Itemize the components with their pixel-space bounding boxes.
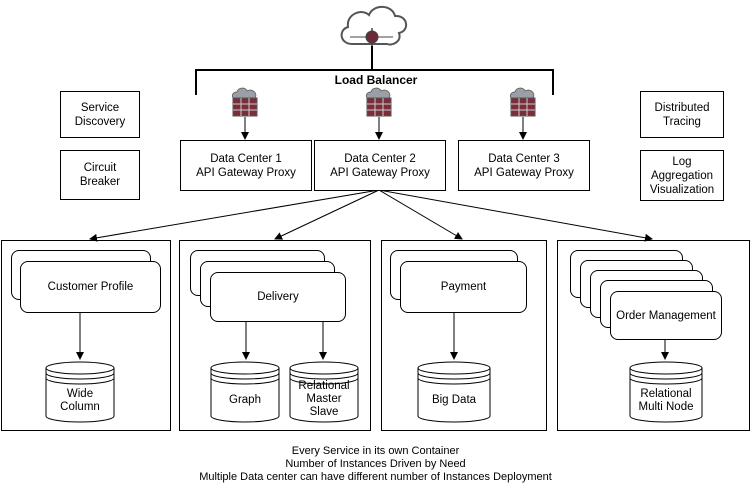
arrow-to-order-region: [378, 189, 653, 242]
data-center-3-box: Data Center 3 API Gateway Proxy: [458, 140, 590, 191]
order-management-region: [557, 240, 750, 431]
database-cylinder: [45, 361, 115, 423]
load-balancer-label: Load Balancer: [334, 73, 418, 87]
firewall-server-icon: [509, 87, 536, 117]
payment-region: [381, 240, 547, 431]
database-cylinder: [289, 361, 359, 423]
database-label: Relational Multi Node: [638, 388, 694, 413]
caption-line: Multiple Data center can have different …: [199, 471, 552, 483]
database-label: Big Data: [431, 394, 477, 406]
customer-profile-service: Customer Profile: [20, 261, 161, 313]
data-center-1-box: Data Center 1 API Gateway Proxy: [180, 140, 312, 191]
dc-name: Data Center 3: [488, 152, 560, 165]
delivery-service: Delivery: [210, 272, 346, 322]
database-label: Wide Column: [60, 388, 100, 413]
dc-gateway: API Gateway Proxy: [474, 166, 574, 179]
database-cylinder: [417, 361, 491, 423]
firewall-server-icon: [231, 87, 258, 117]
footer-caption: Every Service in its own Container Numbe…: [0, 445, 751, 484]
delivery-region: [179, 240, 371, 431]
arrow-to-customer-profile-region: [89, 189, 380, 242]
database-label: Relational Master Slave: [298, 380, 350, 418]
database-cylinder: [210, 361, 280, 423]
circuit-breaker-box: Circuit Breaker: [60, 150, 140, 200]
dc-name: Data Center 2: [344, 152, 416, 165]
load-balancer-bracket: [195, 69, 554, 95]
dc-gateway: API Gateway Proxy: [196, 166, 296, 179]
cloud-icon: [340, 5, 407, 46]
distributed-tracing-box: Distributed Tracing: [640, 91, 724, 138]
caption-line: Number of Instances Driven by Need: [285, 458, 466, 470]
log-aggregation-box: Log Aggregation Visualization: [640, 150, 724, 201]
database-label: Graph: [229, 394, 261, 406]
service-discovery-box: Service Discovery: [60, 91, 140, 138]
firewall-server-icon: [365, 87, 392, 117]
dc-name: Data Center 1: [210, 152, 282, 165]
dc-gateway: API Gateway Proxy: [330, 166, 430, 179]
order-management-service: Order Management: [610, 291, 722, 340]
customer-profile-region: [1, 240, 171, 431]
payment-service: Payment: [400, 261, 527, 313]
database-cylinder: [629, 361, 703, 423]
arrow-to-payment-region: [378, 189, 463, 240]
arrow-to-delivery-region: [274, 189, 380, 240]
caption-line: Every Service in its own Container: [291, 445, 460, 457]
data-center-2-box: Data Center 2 API Gateway Proxy: [314, 140, 446, 191]
